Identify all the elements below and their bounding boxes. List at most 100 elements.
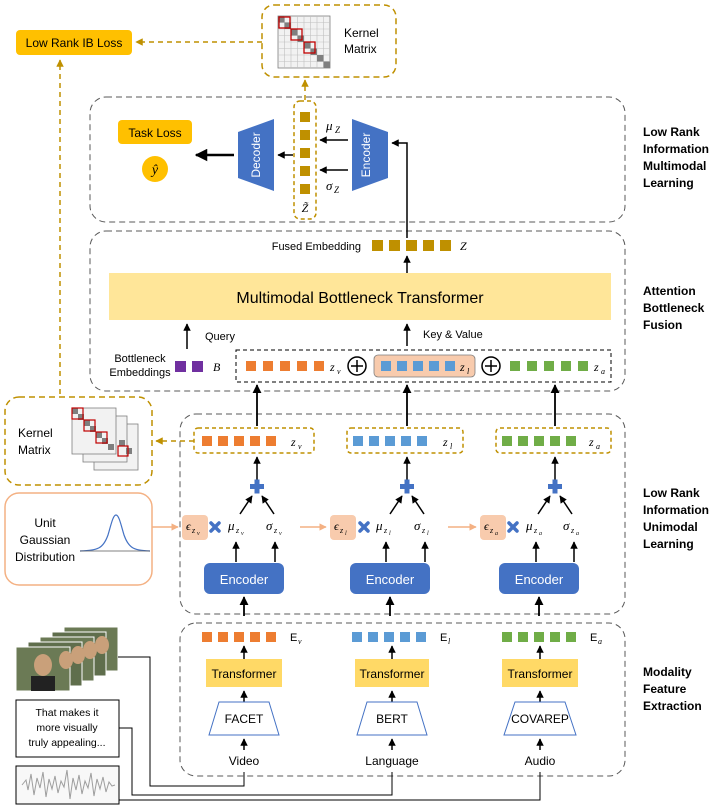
svg-text:z: z	[593, 360, 599, 374]
arrow-mu-a-to-plus	[537, 495, 551, 515]
arrow-mu-l-to-plus	[389, 495, 403, 515]
mbt-label: Multimodal Bottleneck Transformer	[236, 290, 484, 307]
svg-text:z: z	[442, 435, 448, 449]
svg-text:Extraction: Extraction	[643, 699, 702, 713]
bert-label: BERT	[376, 712, 408, 726]
feature-extraction-box	[179, 622, 626, 777]
arrow-sigma-l-to-plus	[411, 495, 425, 515]
za-output-vector	[502, 436, 576, 446]
language-label: Language	[365, 754, 419, 768]
svg-text:Unimodal: Unimodal	[643, 520, 698, 534]
svg-text:z: z	[290, 435, 296, 449]
kernel-matrix-left-label-1: Kernel	[18, 426, 53, 440]
zv-output-vector	[202, 436, 276, 446]
concat-zl-vector	[381, 361, 455, 371]
encoder-top-label: Encoder	[359, 133, 373, 178]
fused-embedding-label: Fused Embedding	[272, 241, 361, 253]
encoder-v-box	[204, 563, 284, 594]
svg-text:ϵ: ϵ	[334, 519, 340, 533]
svg-text:l: l	[427, 531, 429, 537]
covarep-shape	[503, 701, 577, 736]
svg-text:v: v	[337, 367, 341, 376]
y-hat-circle	[142, 156, 168, 182]
svg-text:a: a	[596, 442, 600, 451]
kernel-matrix-left-label-2: Matrix	[18, 443, 51, 457]
svg-text:σ: σ	[326, 178, 333, 193]
svg-text:Information: Information	[643, 142, 709, 156]
encoder-a-box	[499, 563, 579, 594]
ea-label: E a	[590, 632, 602, 646]
mu-a-label: μ z a	[525, 518, 542, 537]
gaussian-label-1: Unit	[34, 516, 56, 530]
facet-shape	[208, 701, 280, 736]
sample-text-line-2: more visually	[36, 722, 98, 734]
svg-text:z: z	[191, 526, 196, 535]
line-video-input	[118, 656, 245, 787]
covarep-label: COVAREP	[511, 712, 569, 726]
svg-text:v: v	[279, 531, 282, 537]
zl-output-label: z l	[442, 435, 453, 451]
sample-text-line-3: truly appealing...	[28, 737, 105, 749]
encoder-a-label: Encoder	[515, 572, 564, 587]
kernel-matrix-top-label-1: Kernel	[344, 26, 379, 40]
kernel-matrix-left-stack	[71, 407, 139, 471]
mu-v-label: μ z v	[227, 518, 244, 537]
transformer-v-box	[206, 659, 282, 687]
low-rank-ib-loss-box	[16, 30, 132, 55]
transformer-a-box	[502, 659, 578, 687]
svg-text:a: a	[495, 531, 498, 537]
svg-text:E: E	[590, 632, 597, 644]
concat-zl-label: z l	[459, 360, 470, 376]
svg-text:E: E	[440, 632, 447, 644]
bottleneck-label-1: Bottleneck	[114, 353, 166, 365]
transformer-a-label: Transformer	[508, 667, 573, 681]
gaussian-label-3: Distribution	[15, 550, 75, 564]
svg-text:a: a	[576, 531, 579, 537]
zv-output-label: z v	[290, 435, 302, 451]
eps-l-label: ϵ z l	[334, 519, 347, 537]
svg-text:a: a	[539, 531, 542, 537]
svg-text:z: z	[329, 360, 335, 374]
encoder-top-shape	[352, 119, 388, 191]
mbt-box	[109, 273, 611, 320]
zl-output-box	[346, 427, 464, 454]
za-output-box	[495, 427, 612, 454]
kernel-matrix-left-box	[4, 396, 153, 486]
concat-tokens-box	[235, 349, 612, 383]
svg-text:E: E	[290, 632, 297, 644]
section-title-extraction: Modality Feature Extraction	[643, 665, 702, 713]
video-label: Video	[229, 754, 260, 768]
svg-text:l: l	[389, 531, 391, 537]
svg-text:z: z	[570, 526, 575, 535]
svg-text:v: v	[241, 531, 244, 537]
svg-text:Fusion: Fusion	[643, 318, 682, 332]
facet-label: FACET	[225, 712, 264, 726]
query-label: Query	[205, 331, 235, 343]
transformer-v-label: Transformer	[212, 667, 277, 681]
bert-shape	[356, 701, 428, 736]
audio-label: Audio	[525, 754, 556, 768]
svg-text:ϵ: ϵ	[484, 519, 490, 533]
decoder-label: Decoder	[249, 132, 263, 177]
svg-text:Modality: Modality	[643, 665, 692, 679]
sum-plus-a	[548, 479, 562, 494]
svg-text:Z: Z	[335, 125, 341, 135]
svg-text:l: l	[467, 367, 470, 376]
encoder-l-label: Encoder	[366, 572, 415, 587]
line-text-input	[119, 727, 393, 796]
bottleneck-label-2: Embeddings	[109, 367, 171, 379]
eps-v-box	[182, 515, 208, 540]
svg-text:Learning: Learning	[643, 537, 694, 551]
arrow-sigma-v-to-plus	[261, 495, 275, 515]
transformer-l-label: Transformer	[360, 667, 425, 681]
svg-text:a: a	[598, 637, 602, 646]
concat-za-vector	[510, 361, 588, 371]
concat-zv-label: z v	[329, 360, 341, 376]
svg-text:Low Rank: Low Rank	[643, 125, 700, 139]
svg-text:σ: σ	[266, 518, 273, 533]
multiply-l	[358, 521, 370, 533]
svg-text:v: v	[197, 531, 200, 537]
arrow-mu-v-to-plus	[239, 495, 253, 515]
gaussian-label-2: Gaussian	[20, 533, 71, 547]
svg-text:z: z	[588, 435, 594, 449]
